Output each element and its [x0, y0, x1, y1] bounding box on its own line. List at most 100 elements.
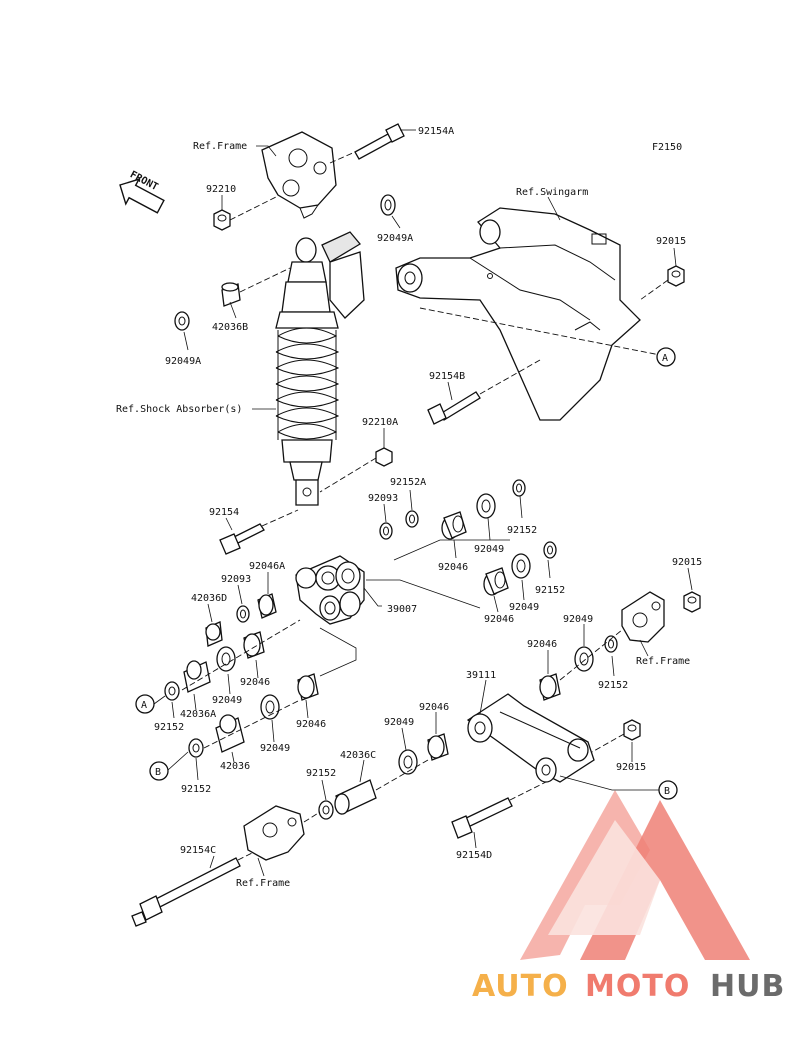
- watermark-word-hub: HUB: [710, 969, 785, 1004]
- label-92015-right: 92015: [672, 557, 702, 568]
- watermark-word-moto: MOTO: [585, 969, 690, 1004]
- seal-92049-c2: [398, 749, 418, 775]
- label-92049-c2: 92049: [384, 717, 414, 728]
- tie-rod-39111: [466, 693, 595, 783]
- label-ref-frame-bottom: Ref.Frame: [236, 878, 290, 889]
- label-42036C: 42036C: [340, 750, 376, 761]
- label-39007: 39007: [387, 604, 417, 615]
- label-92049A-left: 92049A: [165, 356, 201, 367]
- label-92093-top: 92093: [368, 493, 398, 504]
- nut-92015-right: [683, 591, 701, 613]
- washer-92049A-left: [174, 311, 190, 331]
- label-92046-c3: 92046: [296, 719, 326, 730]
- oil-seal-92093-left: [236, 605, 250, 623]
- frame-mount-bottom: [243, 805, 305, 861]
- bearing-92046-left: [297, 673, 319, 701]
- nut-92015-top: [667, 265, 685, 287]
- label-92046-c1: 92046: [527, 639, 557, 650]
- bolt-92154: [219, 523, 265, 555]
- swingarm: [395, 207, 641, 421]
- label-92152-r2: 92152: [535, 585, 565, 596]
- bolt-92154A: [354, 123, 405, 160]
- label-92152-l2: 92152: [181, 784, 211, 795]
- label-92046-r1: 92046: [438, 562, 468, 573]
- label-92152-l1: 92152: [154, 722, 184, 733]
- label-42036D: 42036D: [191, 593, 227, 604]
- label-92049-l2: 92049: [260, 743, 290, 754]
- seal-92049-l2: [260, 694, 280, 720]
- label-92046-c2: 92046: [419, 702, 449, 713]
- label-92049-r3: 92049: [563, 614, 593, 625]
- shock-absorber: [275, 231, 365, 506]
- collar-42036C: [334, 779, 377, 815]
- seal-92049-r1: [476, 493, 496, 519]
- label-92154D: 92154D: [456, 850, 492, 861]
- label-92046A: 92046A: [249, 561, 285, 572]
- label-92046-r2: 92046: [484, 614, 514, 625]
- label-92015-bottom: 92015: [616, 762, 646, 773]
- bearing-92046-c2: [539, 673, 561, 701]
- bearing-92046-c1: [243, 631, 265, 659]
- washer-92152-l2: [188, 738, 204, 758]
- label-ref-frame-top: Ref.Frame: [193, 141, 247, 152]
- washer-92152-l1: [164, 681, 180, 701]
- frame-mount-right: [621, 591, 665, 643]
- label-92154C: 92154C: [180, 845, 216, 856]
- label-92049-r2: 92049: [509, 602, 539, 613]
- label-92152-r1: 92152: [507, 525, 537, 536]
- callout-B-right-label: B: [664, 786, 670, 797]
- collar-42036A: [183, 660, 211, 693]
- label-92210A: 92210A: [362, 417, 398, 428]
- bearing-92046-c3: [427, 733, 449, 761]
- label-39111: 39111: [466, 670, 496, 681]
- label-92152-c: 92152: [306, 768, 336, 779]
- label-42036: 42036: [220, 761, 250, 772]
- seal-92049-r2: [511, 553, 531, 579]
- callout-A-top-label: A: [662, 353, 668, 364]
- bearing-92046-r1: [441, 511, 467, 540]
- nut-92015-bottom: [623, 719, 641, 741]
- callout-A-top: [656, 347, 676, 367]
- label-92210: 92210: [206, 184, 236, 195]
- label-92015-top: 92015: [656, 236, 686, 247]
- callout-B-left-label: B: [155, 767, 161, 778]
- collar-42036: [215, 714, 245, 753]
- label-92049-r1: 92049: [474, 544, 504, 555]
- frame-mount-top: [261, 131, 337, 219]
- callout-B-left: [149, 761, 169, 781]
- label-92049A-top: 92049A: [377, 233, 413, 244]
- label-92049-l1: 92049: [212, 695, 242, 706]
- label-92046-left: 92046: [240, 677, 270, 688]
- bolt-92154C: [131, 857, 241, 927]
- seal-92049-l1: [216, 646, 236, 672]
- label-92152-r3: 92152: [598, 680, 628, 691]
- bearing-92046A: [257, 593, 277, 619]
- collar-42036B: [221, 282, 241, 307]
- seal-92049-r3: [574, 646, 594, 672]
- callout-A-left-label: A: [141, 700, 147, 711]
- nut-92210: [213, 209, 231, 231]
- washer-92152-r2: [543, 541, 557, 559]
- washer-92152A: [405, 510, 419, 528]
- washer-92152-r1: [512, 479, 526, 497]
- rocker-arm-39007: [295, 555, 365, 625]
- bolt-92154D: [451, 797, 513, 839]
- front-arrow-icon: [119, 178, 165, 214]
- label-ref-frame-right: Ref.Frame: [636, 656, 690, 667]
- bolt-92154B: [427, 391, 481, 425]
- label-42036A: 42036A: [180, 709, 216, 720]
- nut-92210A: [375, 447, 393, 467]
- label-ref-swingarm: Ref.Swingarm: [516, 187, 588, 198]
- label-92093-left: 92093: [221, 574, 251, 585]
- washer-92152-r3: [604, 635, 618, 653]
- label-ref-shock-absorber: Ref.Shock Absorber(s): [116, 404, 242, 415]
- oil-seal-92093-top: [379, 522, 393, 540]
- watermark-word-auto: AUTO: [472, 969, 569, 1004]
- diagram-code: F2150: [652, 142, 682, 153]
- collar-42036D: [205, 621, 223, 647]
- washer-92049A-top: [380, 194, 396, 216]
- label-92154B: 92154B: [429, 371, 465, 382]
- label-92154: 92154: [209, 507, 239, 518]
